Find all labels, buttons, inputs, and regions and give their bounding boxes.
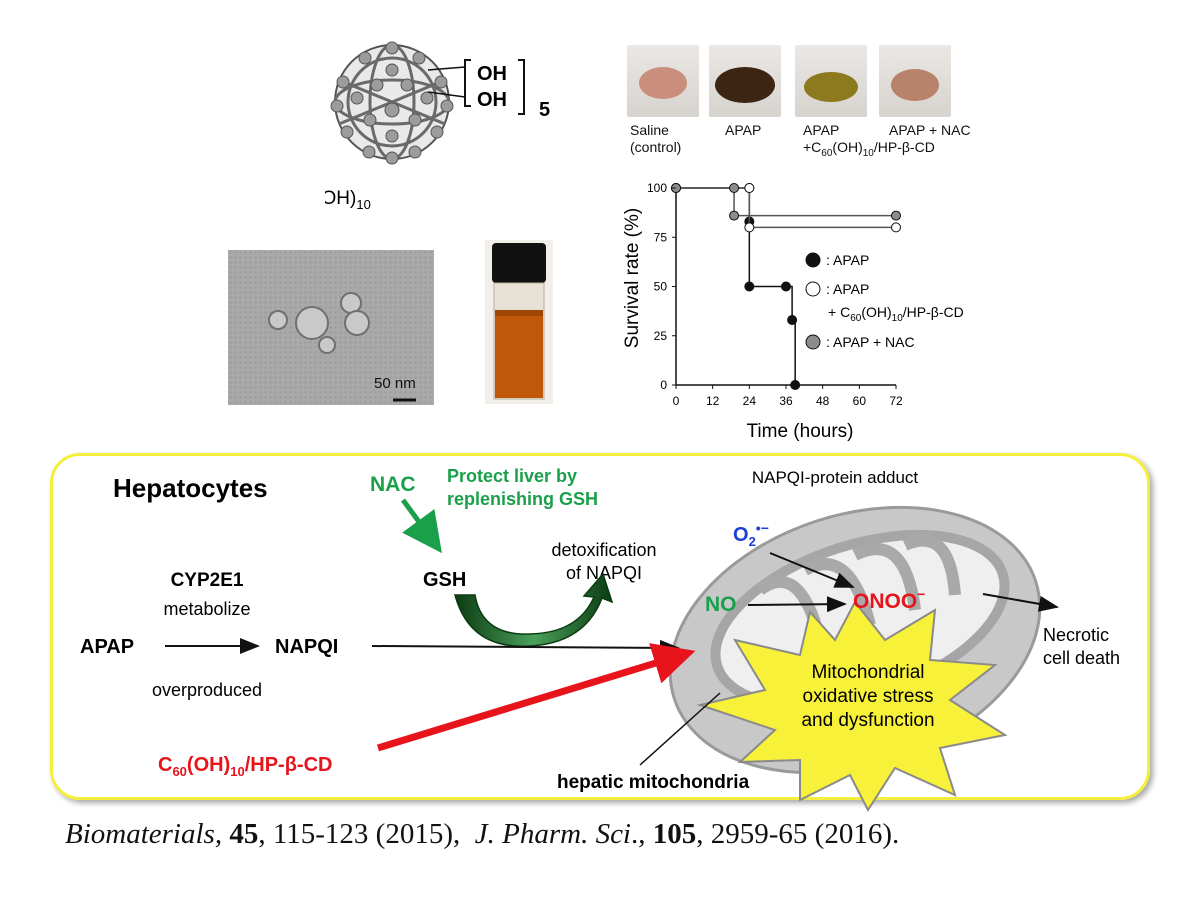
drug-label: C60(OH)10/HP-β-CD (158, 754, 332, 779)
chart-y-tick-label: 25 (654, 329, 668, 343)
chart-data-point (787, 314, 798, 325)
legend-marker-combo (805, 281, 821, 297)
chart-y-tick-label: 50 (654, 280, 668, 294)
nac-to-gsh-arrow (400, 498, 442, 554)
protect-text-line1: Protect liver by (447, 466, 577, 486)
liver-photo-apap (709, 45, 781, 117)
necrotic-line1: Necrotic (1043, 625, 1109, 645)
chart-x-tick-label: 36 (779, 394, 793, 408)
napqi-label: NAPQI (275, 636, 338, 658)
chart-data-point (781, 281, 791, 292)
liver-photo-apap-c60 (795, 45, 867, 117)
oh-multiplier: 5 (539, 99, 550, 121)
gsh-detox-curved-arrow (454, 572, 614, 647)
vial-photo (485, 240, 553, 404)
chart-series-line (676, 187, 896, 217)
gsh-label: GSH (423, 569, 466, 591)
pathway-title: Hepatocytes (113, 473, 268, 503)
legend-label-combo-line2: + C60(OH)10/HP-β-CD (828, 304, 964, 324)
detox-text-line1: detoxification (551, 540, 656, 560)
liver-label-apap: APAP (725, 122, 762, 138)
legend-label-apap: : APAP (826, 252, 869, 268)
chart-x-tick-label: 0 (673, 394, 680, 408)
legend-label-combo-line1: : APAP (826, 281, 869, 297)
molecule-formula: C60(OH)10 (325, 188, 371, 212)
chart-data-point (744, 222, 755, 233)
burst-text-line3: and dysfunction (801, 710, 934, 731)
liver-label-apap-c60: APAP +C60(OH)10/HP-β-CD (803, 122, 935, 159)
liver-label-saline: Saline(control) (630, 122, 682, 155)
oh-group-bottom: OH (477, 89, 507, 111)
chart-data-point (744, 183, 755, 193)
chart-x-tick-label: 72 (889, 394, 903, 408)
protect-text-line2: replenishing GSH (447, 489, 598, 509)
adduct-label: NAPQI-protein adduct (752, 468, 919, 487)
overproduced-label: overproduced (152, 680, 262, 700)
superoxide-label: O2•− (733, 520, 769, 549)
oxidative-stress-burst (696, 600, 1008, 812)
mito-label-pointer (639, 692, 721, 766)
mito-label: hepatic mitochondria (557, 772, 750, 793)
onoo-to-death-arrow (982, 593, 1059, 612)
chart-data-point (744, 281, 755, 292)
legend-marker-apap (805, 252, 821, 268)
peroxynitrite-label: ONOO− (853, 586, 925, 613)
nac-label: NAC (370, 473, 416, 496)
apap-label: APAP (80, 636, 134, 658)
superoxide-arrow (769, 552, 855, 588)
oh-group-top: OH (477, 63, 507, 85)
no-label: NO (705, 593, 737, 616)
liver-label-apap-nac: APAP + NAC (889, 122, 971, 138)
hepatocytes-pathway-box (50, 453, 1150, 800)
chart-y-tick-label: 75 (654, 230, 668, 244)
chart-data-point (891, 222, 901, 233)
chart-legend: : APAP : APAP + C60(OH)10/HP-β-CD : APAP… (805, 252, 964, 350)
chart-x-tick-label: 60 (853, 394, 867, 408)
burst-text-line2: oxidative stress (803, 686, 934, 707)
chart-data-point (891, 210, 901, 221)
chart-data-point (790, 380, 801, 390)
fullerene-molecule: OH OH 5 C60(OH)10 (325, 41, 550, 212)
metabolize-label: metabolize (163, 599, 250, 619)
necrotic-line2: cell death (1043, 648, 1120, 668)
drug-inhibition-arrow (376, 643, 696, 752)
citation: Biomaterials, 45, 115-123 (2015), J. Pha… (65, 818, 900, 850)
chart-x-tick-label: 12 (706, 394, 720, 408)
cyp2e1-label: CYP2E1 (171, 570, 244, 591)
liver-photo-apap-nac (879, 45, 951, 117)
napqi-to-mito-arrow (371, 639, 680, 656)
fullerene-cage-icon (330, 41, 454, 165)
chart-x-tick-label: 24 (743, 394, 757, 408)
burst-text-line1: Mitochondrial (812, 662, 925, 683)
chart-data-point (729, 210, 740, 221)
detox-text-line2: of NAPQI (566, 563, 642, 583)
chart-x-axis-label: Time (hours) (747, 421, 854, 442)
survival-chart: 0 12 24 36 48 60 72 0 25 50 75 100 Survival rate (%… (622, 181, 964, 442)
chart-y-tick-label: 0 (660, 378, 667, 392)
legend-marker-nac (805, 334, 821, 350)
liver-photo-saline (627, 45, 699, 117)
chart-data-point (729, 183, 740, 193)
chart-y-tick-label: 100 (647, 181, 667, 195)
legend-label-nac: : APAP + NAC (826, 334, 915, 350)
tem-micrograph: 50 nm (228, 250, 434, 405)
chart-y-axis-label: Survival rate (%) (622, 208, 643, 348)
scale-bar-label: 50 nm (374, 375, 416, 392)
chart-x-tick-label: 48 (816, 394, 830, 408)
no-arrow (747, 596, 847, 613)
